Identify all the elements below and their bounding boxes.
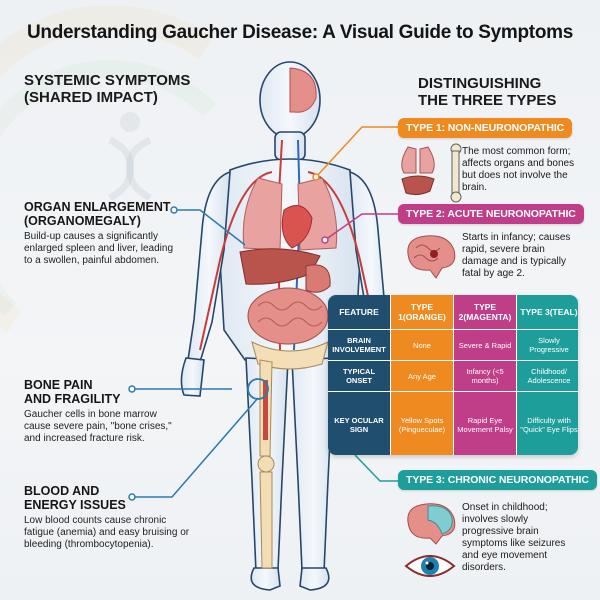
lungs-icon (401, 146, 435, 174)
page-title: Understanding Gaucher Disease: A Visual … (27, 22, 573, 43)
symptom-description: Low blood counts cause chronic fatigue (… (24, 515, 190, 551)
brain-icon (407, 503, 456, 545)
type3-label: TYPE 3: CHRONIC NEURONOPATHIC (398, 470, 597, 490)
header-text: TYPE 1 (398, 301, 434, 322)
bone-icon (450, 143, 462, 203)
type1-label: TYPE 1: NON-NEURONOPATHIC (398, 118, 573, 138)
title-line: ORGAN ENLARGEMENT (24, 200, 171, 214)
table-cell: Rapid Eye Movement Palsy (454, 392, 516, 455)
title-line: AND FRAGILITY (24, 392, 121, 406)
type3-description: Onset in childhood; involves slowly prog… (462, 502, 566, 573)
table-header-type1: TYPE 1(ORANGE) (391, 295, 453, 329)
title-line: (ORGANOMEGALY) (24, 214, 141, 228)
table-header-type3: TYPE 3(TEAL) (517, 295, 578, 329)
header-text: TYPE 3 (520, 306, 550, 317)
symptom-title: BONE PAIN AND FRAGILITY (24, 378, 204, 406)
table-cell: Any Age (391, 361, 453, 391)
symptom-description: Gaucher cells in bone marrow cause sever… (24, 409, 172, 445)
type2-description: Starts in infancy; causes rapid, severe … (462, 232, 571, 279)
table-cell: Childhood/ Adolescence (517, 361, 578, 391)
table-cell: Severe & Rapid (454, 330, 516, 360)
table-row-feature: BRAIN INVOLVEMENT (328, 330, 390, 360)
header-subtext: (TEAL) (549, 306, 578, 317)
blood-energy-block: BLOOD AND ENERGY ISSUES Low blood counts… (24, 484, 204, 552)
eye-icon (404, 555, 456, 577)
table-header-feature: FEATURE (328, 295, 390, 329)
liver-icon (401, 175, 435, 196)
bone-pain-block: BONE PAIN AND FRAGILITY Gaucher cells in… (24, 378, 204, 446)
header-text: TYPE 2 (458, 301, 497, 322)
table-row-feature: TYPICAL ONSET (328, 361, 390, 391)
symptom-title: BLOOD AND ENERGY ISSUES (24, 484, 204, 512)
table-row-feature: KEY OCULAR SIGN (328, 392, 390, 455)
header-text: FEATURE (339, 306, 379, 317)
heading-line: (SHARED IMPACT) (24, 88, 158, 106)
brain-icon (407, 235, 456, 279)
organ-enlargement-block: ORGAN ENLARGEMENT (ORGANOMEGALY) Build-u… (24, 200, 204, 268)
three-types-heading: DISTINGUISHING THE THREE TYPES (418, 75, 557, 110)
symptom-description: Build-up causes a significantly enlarged… (24, 231, 173, 267)
table-cell: Slowly Progressive (517, 330, 578, 360)
type3-icons (404, 503, 456, 577)
table-cell: None (391, 330, 453, 360)
title-line: BONE PAIN (24, 378, 93, 392)
type1-description: The most common form; affects organs and… (462, 146, 575, 193)
heading-line: THE THREE TYPES (418, 91, 557, 109)
header-subtext: (MAGENTA) (463, 312, 512, 322)
comparison-table: FEATURE TYPE 1(ORANGE) TYPE 2(MAGENTA) T… (328, 295, 578, 455)
table-cell: Infancy (<5 months) (454, 361, 516, 391)
title-line: ENERGY ISSUES (24, 498, 126, 512)
type2-label: TYPE 2: ACUTE NEURONOPATHIC (398, 204, 584, 224)
table-cell: Difficulty with "Quick" Eye Flips (517, 392, 578, 455)
type1-icons (401, 143, 462, 203)
title-line: BLOOD AND (24, 484, 100, 498)
table-header-type2: TYPE 2(MAGENTA) (454, 295, 516, 329)
dna-watermark-icon (108, 112, 152, 200)
systemic-symptoms-heading: SYSTEMIC SYMPTOMS (SHARED IMPACT) (24, 72, 191, 107)
table-cell: Yellow Spots (Pingueculae) (391, 392, 453, 455)
heading-line: DISTINGUISHING (418, 75, 542, 92)
header-subtext: (ORANGE) (402, 312, 446, 322)
heading-line: SYSTEMIC SYMPTOMS (24, 72, 191, 89)
symptom-title: ORGAN ENLARGEMENT (ORGANOMEGALY) (24, 200, 204, 228)
